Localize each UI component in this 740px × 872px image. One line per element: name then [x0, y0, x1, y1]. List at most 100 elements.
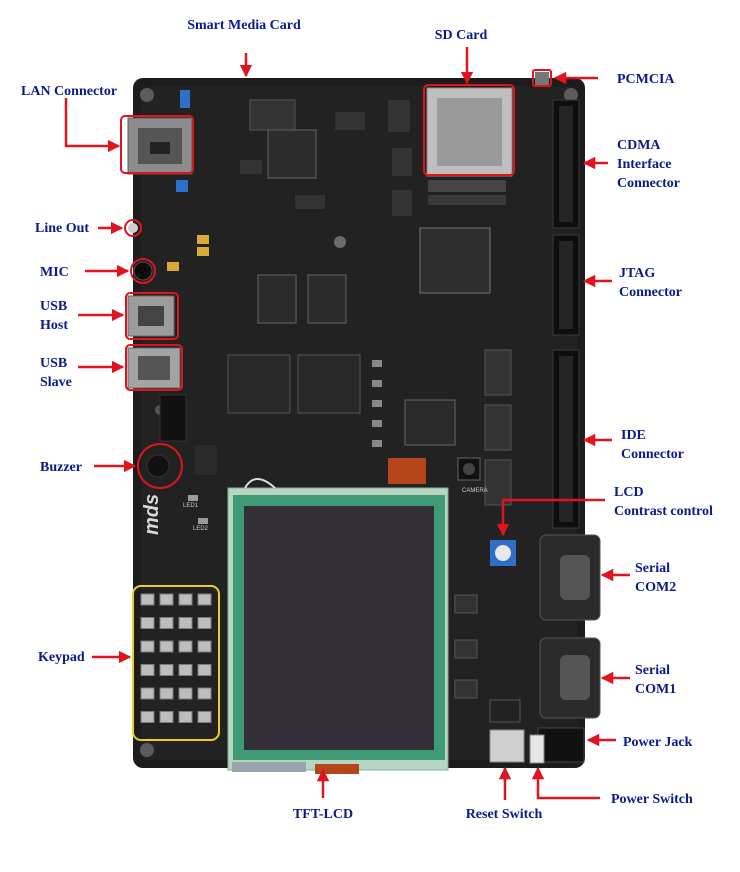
keypad-key: [159, 711, 174, 723]
chip: [195, 445, 217, 475]
keypad-key: [178, 664, 193, 676]
mic-jack: [133, 261, 153, 281]
label-com2-2: COM2: [635, 580, 676, 595]
pin-header: [159, 394, 187, 442]
chip: [267, 129, 317, 179]
board-components: CAMERA mds LED1 LED2: [141, 90, 521, 723]
chip: [484, 404, 512, 451]
lan-connector-jack: [127, 117, 193, 175]
mount-hole: [564, 88, 578, 102]
camera-silkscreen: CAMERA: [462, 488, 488, 494]
keypad-key: [197, 617, 212, 629]
mds-logo: mds: [141, 494, 163, 535]
keypad-key: [178, 593, 193, 606]
label-keypad: Keypad: [38, 650, 85, 665]
serial-com2-port: [539, 534, 601, 621]
keypad-key: [159, 640, 174, 653]
chip: [404, 399, 456, 446]
usb-host-jack: [127, 295, 175, 337]
resistor: [372, 360, 382, 367]
chip: [335, 112, 365, 130]
pcmcia-connector: [535, 72, 549, 86]
keypad-key: [178, 711, 193, 723]
capacitor: [176, 180, 188, 192]
label-pcmcia: PCMCIA: [617, 72, 675, 87]
usb-host-socket: [138, 306, 164, 326]
buzzer-disc: [146, 454, 170, 478]
lcd-flex-cable: [315, 764, 359, 774]
lan-highlight: [120, 115, 194, 174]
capacitor: [197, 235, 209, 244]
keypad-buttons: [140, 593, 212, 723]
chip: [388, 100, 410, 132]
cdma-header: [552, 99, 580, 229]
regulator: [454, 639, 478, 659]
label-jtag-2: Connector: [619, 285, 682, 300]
keypad-key: [178, 640, 193, 653]
keypad-key: [140, 664, 155, 676]
capacitor: [167, 262, 179, 271]
sd-card-highlight: [423, 84, 515, 176]
mount-hole: [334, 236, 346, 248]
reset-switch: [489, 729, 525, 763]
keypad-key: [140, 617, 155, 629]
flash-chip: [307, 274, 347, 324]
label-smart-media: Smart Media Card: [187, 18, 301, 33]
label-line-out: Line Out: [35, 221, 89, 236]
usb-slave-socket: [138, 356, 170, 380]
usb-slave-highlight: [125, 344, 183, 391]
capacitor: [180, 90, 190, 108]
label-ide-2: Connector: [621, 447, 684, 462]
label-sd-card: SD Card: [435, 28, 488, 43]
keypad-key: [159, 617, 174, 629]
led1-silkscreen: LED1: [183, 503, 199, 509]
highlights: [120, 69, 552, 489]
tft-lcd-panel: [227, 478, 449, 774]
jtag-header: [552, 234, 580, 336]
resistor: [372, 400, 382, 407]
keypad-key: [159, 687, 174, 700]
label-com1-2: COM1: [635, 682, 676, 697]
keypad-key: [159, 664, 174, 676]
keypad-highlight: [132, 585, 220, 741]
keypad-key: [178, 617, 193, 629]
lcd-contrast-knob: [495, 545, 511, 561]
keypad-key: [140, 593, 155, 606]
label-ide-1: IDE: [621, 428, 646, 443]
label-tft-lcd: TFT-LCD: [293, 807, 353, 822]
chip: [392, 190, 412, 216]
label-reset-switch: Reset Switch: [466, 807, 543, 822]
keypad-key: [197, 664, 212, 676]
passive-row: [428, 195, 506, 205]
serial-com1-port: [539, 637, 601, 719]
resistor: [372, 440, 382, 447]
regulator: [454, 594, 478, 614]
chip: [484, 349, 512, 396]
buzzer-highlight: [137, 443, 183, 489]
keypad-key: [197, 640, 212, 653]
usb-host-highlight: [125, 292, 179, 340]
sdram-chip: [227, 354, 291, 414]
keypad-key: [178, 687, 193, 700]
keypad-key: [197, 593, 212, 606]
arrow-power-switch: [531, 766, 600, 800]
ide-header: [552, 349, 580, 529]
label-buzzer: Buzzer: [40, 460, 82, 475]
label-cdma-3: Connector: [617, 176, 680, 191]
led: [188, 495, 198, 501]
label-usb-slave-1: USB: [40, 356, 67, 371]
keypad-key: [140, 711, 155, 723]
regulator: [454, 679, 478, 699]
chip: [240, 160, 262, 174]
keypad-key: [140, 640, 155, 653]
cpu-chip: [419, 227, 491, 294]
camera-lens: [463, 463, 475, 475]
label-power-switch: Power Switch: [611, 792, 693, 807]
label-usb-slave-2: Slave: [40, 375, 72, 390]
arrow-lan: [64, 98, 121, 153]
chip: [489, 699, 521, 723]
keypad-key: [197, 687, 212, 700]
camera-flex: [388, 458, 426, 484]
keypad-key: [197, 711, 212, 723]
lcd-flex-cable: [232, 762, 306, 772]
